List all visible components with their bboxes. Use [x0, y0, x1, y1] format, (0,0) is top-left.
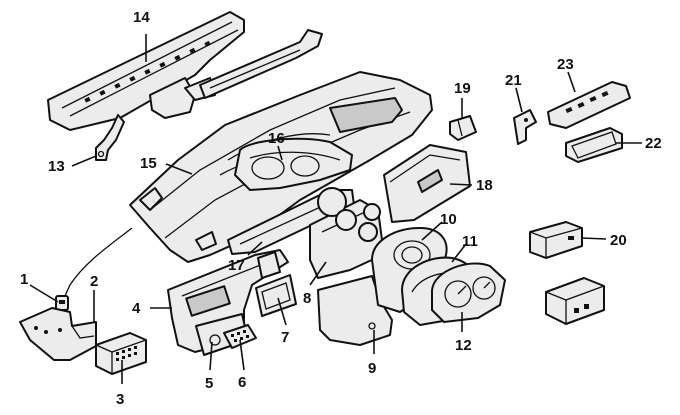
callout-1: 1 — [20, 271, 28, 288]
part-20-pocket — [529, 221, 583, 259]
part-6-switch — [223, 324, 257, 349]
part-21-clip — [513, 109, 537, 145]
part-19-switch — [449, 115, 477, 141]
callout-23: 23 — [557, 56, 574, 73]
callout-8: 8 — [303, 290, 311, 307]
callout-4: 4 — [132, 300, 141, 317]
callout-19: 19 — [454, 80, 471, 97]
callout-14: 14 — [133, 9, 150, 26]
part-16-vent-frame — [234, 137, 353, 191]
callout-21: 21 — [505, 72, 522, 89]
part-12-instrument-cluster — [431, 262, 506, 323]
callout-20: 20 — [610, 232, 627, 249]
part-22-tray — [565, 127, 623, 163]
leader-lines — [29, 34, 642, 384]
part-1-connector — [55, 295, 69, 311]
callout-22: 22 — [645, 135, 662, 152]
part-3-relay-box — [95, 332, 147, 375]
callout-12: 12 — [455, 337, 472, 354]
callout-10: 10 — [440, 211, 457, 228]
part-14-defroster-duct — [47, 11, 323, 131]
knob-cluster — [317, 187, 381, 242]
part-2-mount-bracket — [19, 307, 97, 361]
callout-18: 18 — [476, 177, 493, 194]
callout-7: 7 — [281, 329, 289, 346]
part-18-glovebox-door — [383, 144, 471, 223]
callout-3: 3 — [116, 391, 124, 408]
callout-15: 15 — [140, 155, 157, 172]
callout-2: 2 — [90, 273, 98, 290]
callout-13: 13 — [48, 158, 65, 175]
part-7-cover-plate — [255, 251, 297, 317]
callout-11: 11 — [462, 233, 478, 250]
callout-9: 9 — [368, 360, 376, 377]
callout-5: 5 — [205, 375, 213, 392]
part-13-bracket — [95, 114, 125, 161]
callout-17: 17 — [228, 257, 245, 274]
part-23-control-panel — [547, 81, 631, 129]
callout-16: 16 — [268, 130, 285, 147]
radio-unit — [545, 277, 605, 325]
callout-6: 6 — [238, 374, 246, 391]
wire-harness — [63, 227, 133, 299]
callout-labels: 1 2 3 4 5 6 7 8 9 10 11 12 13 14 15 16 1… — [20, 9, 662, 408]
